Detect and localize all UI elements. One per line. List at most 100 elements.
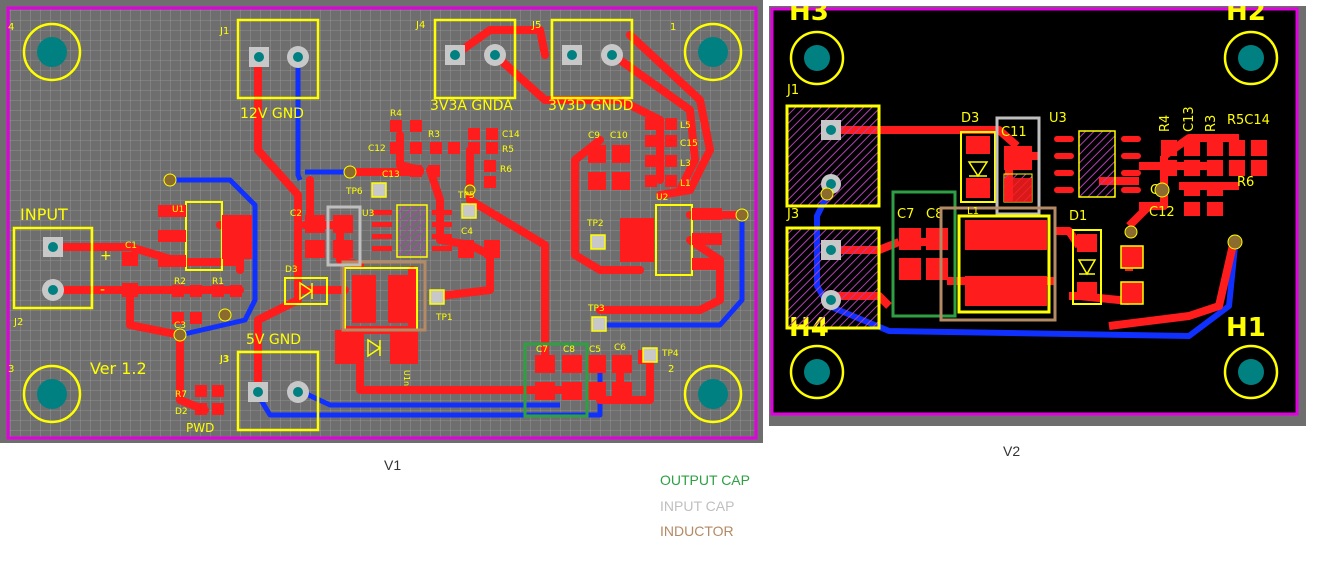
v1-ref-r6: R6 (500, 165, 512, 175)
v1-mounting-holes (22, 22, 743, 424)
v2-input-cap-c11 (1003, 146, 1033, 203)
v1-j5-ref: J5 (531, 20, 541, 31)
v1-j1-label: 12V GND (240, 106, 304, 122)
v1-j1-ref: J1 (219, 26, 229, 37)
v1-corner-label-bl: 3 (8, 364, 14, 375)
v1-ref-u3: U3 (362, 209, 374, 219)
v1-ref-c3: C3 (174, 321, 186, 331)
v1-ref-c1: C1 (125, 241, 137, 251)
v1-version-label: Ver 1.2 (90, 359, 147, 378)
v1-ref-c8: C8 (563, 345, 575, 355)
v2-vias (820, 182, 1243, 250)
v2-ref-u3: U3 (1049, 111, 1067, 126)
v1-ref-c6: C6 (614, 343, 626, 353)
v1-ref-c4: C4 (461, 227, 473, 237)
v1-j3-label: 5V GND (246, 332, 301, 348)
v1-ref-c12: C12 (368, 144, 386, 154)
v1-connector-j2 (12, 226, 94, 310)
v1-input-cap-c2 (305, 215, 353, 258)
v2-hole-h1: H1 (1226, 313, 1266, 343)
v2-ref-d3: D3 (961, 111, 979, 126)
v2-input-cap-highlight (995, 116, 1041, 216)
v2-ref-c7: C7 (897, 207, 914, 222)
v2-ref-l1: L1 (967, 206, 979, 217)
v1-input-cap-highlight (326, 205, 362, 267)
v2-ref-c8: C8 (926, 207, 943, 222)
v1-ref-d3: D3 (285, 265, 298, 275)
v1-j2-ref: J2 (13, 317, 23, 328)
v1-j3-ref: J3 (219, 354, 229, 365)
v2-small-passives (1161, 140, 1267, 216)
legend-inductor: INDUCTOR (660, 523, 734, 539)
v1-diode-large (335, 330, 418, 364)
v1-corner-label-tr: 1 (670, 22, 676, 33)
v2-ref-d1: D1 (1069, 209, 1087, 224)
v2-output-cap-highlight (891, 190, 957, 318)
v1-connector-j5 (550, 18, 634, 100)
v1-ref-c9: C9 (588, 131, 600, 141)
v2-inductor-highlight (939, 206, 1057, 322)
v1-ref-tp6: TP6 (345, 187, 363, 197)
v1-corner-label-br: 2 (668, 364, 674, 375)
v1-ref-r5: R5 (502, 145, 514, 155)
v1-pcb-layout: 4 1 3 2 (0, 0, 763, 443)
v2-ref-c12: C12 (1149, 205, 1175, 220)
v1-inductor-l1 (344, 267, 418, 331)
v1-j4-label: 3V3A GNDA (430, 98, 513, 114)
v1-ref-c5: C5 (589, 345, 601, 355)
v2-ref-c11: C11 (1001, 125, 1027, 140)
v1-ref-u1: U1 (172, 205, 184, 215)
v1-ref-l3: L3 (680, 159, 691, 169)
v1-ref-c15: C15 (680, 139, 698, 149)
v1-connector-j1 (236, 18, 320, 100)
v2-connector-j3 (785, 226, 881, 330)
v2-pcb-layout: H3 H2 H4 H1 J1 J3 (769, 6, 1306, 426)
v1-regulator-u2 (620, 204, 722, 276)
v1-ref-d2: D2 (175, 407, 188, 417)
v1-ref-tp2: TP2 (586, 219, 604, 229)
v2-ref-r6: R6 (1237, 175, 1254, 190)
v2-mounting-holes (789, 30, 1279, 400)
v1-buck-ic-u3 (372, 204, 452, 258)
v1-output-cap-highlight (523, 342, 589, 418)
v1-caption: V1 (384, 457, 402, 473)
v1-test-points (371, 182, 658, 363)
v1-ref-c2: C2 (290, 209, 302, 219)
v2-ref-j1: J1 (786, 83, 799, 98)
v2-hole-h2: H2 (1226, 6, 1266, 27)
legend-output-cap: OUTPUT CAP (660, 472, 750, 488)
v1-ref-l1: L1 (680, 179, 691, 189)
v1-ref-r1: R1 (212, 277, 224, 287)
v1-board-outline (6, 6, 758, 440)
v1-ref-r7: R7 (175, 390, 187, 400)
v1-regulator-u1 (158, 201, 252, 271)
v2-caption: V2 (1003, 443, 1021, 459)
v1-input-minus: - (100, 282, 105, 298)
v1-ref-c7: C7 (536, 345, 548, 355)
v1-inductor-highlight (341, 260, 427, 332)
v1-ref-j3: J3 (219, 355, 228, 365)
v2-inductor-l1 (957, 214, 1051, 314)
v1-j4-ref: J4 (415, 20, 425, 31)
v1-pwd-label: PWD (186, 421, 214, 435)
v2-ref-r4: R4 (1158, 115, 1173, 132)
v2-ref-r5c14: R5C14 (1227, 113, 1270, 128)
v1-ref-tp1: TP1 (435, 313, 453, 323)
v1-diode-d3 (284, 277, 328, 305)
v2-diode-d3 (960, 131, 996, 203)
v1-j2-label: INPUT (20, 205, 68, 224)
v1-ref-r2: R2 (174, 277, 186, 287)
v1-connector-j4 (433, 18, 517, 100)
v2-connector-j1 (785, 104, 881, 208)
v1-ref-u1n: U1n (402, 370, 411, 386)
v1-small-passives (122, 118, 677, 415)
v1-connector-j3 (236, 350, 320, 432)
v1-output-caps (535, 355, 632, 400)
v1-ref-tp4: TP4 (661, 349, 679, 359)
v2-diode-d1 (1072, 229, 1144, 305)
v1-ref-c10: C10 (610, 131, 628, 141)
v2-buck-ic-u3 (1054, 130, 1141, 198)
legend-input-cap: INPUT CAP (660, 498, 735, 514)
v1-ref-tp3: TP3 (587, 304, 605, 314)
v1-ref-c13: C13 (382, 170, 400, 180)
